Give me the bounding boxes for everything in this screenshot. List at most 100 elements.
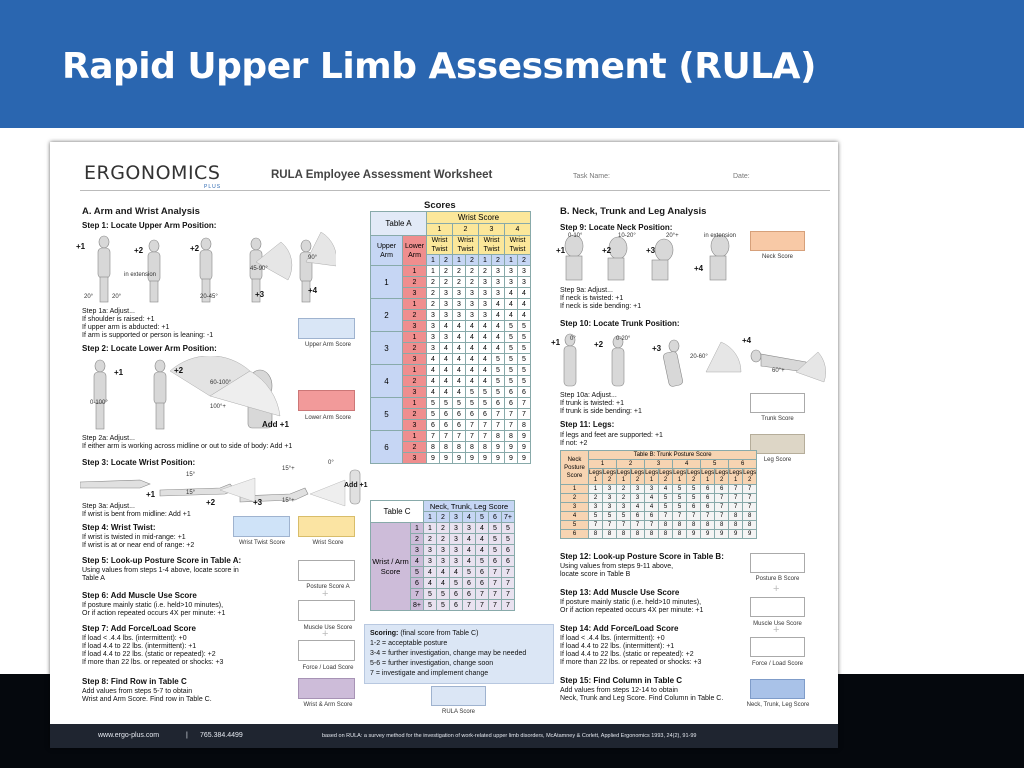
table-c-cell: 5 <box>501 533 515 545</box>
table-a-cell: 6 <box>504 397 518 409</box>
table-b-cell: 8 <box>672 529 688 539</box>
table-a-cell: 2 <box>465 265 479 277</box>
table-a-cell: 4 <box>465 353 479 365</box>
table-a-cell: 8 <box>465 441 479 453</box>
table-c-cell: 5 <box>488 533 502 545</box>
table-c-cell: 6 <box>488 555 502 567</box>
step13-line-1: Or if action repeated occurs 4X per minu… <box>560 607 704 614</box>
neck-score-label: Neck Score <box>761 254 793 260</box>
force-load-score-a-label: Force / Load Score <box>302 665 354 671</box>
table-a-cell: 7 <box>517 397 531 409</box>
table-a-cell: 4 <box>517 287 531 299</box>
upper-arm-score-box[interactable] <box>298 318 355 339</box>
wrist-twist-score-box[interactable] <box>233 516 290 537</box>
lower-arm-cell: 3 <box>402 452 427 464</box>
table-c-cell: 4 <box>423 566 437 578</box>
table-c-cell: 6 <box>462 588 476 600</box>
table-a-cell: 9 <box>478 452 492 464</box>
step1a-line-1: If shoulder is raised: +1 <box>82 316 155 323</box>
muscle-use-score-b-box[interactable] <box>750 597 805 617</box>
table-c-row-label: 5 <box>410 566 424 578</box>
footer-citation: based on RULA: a survey method for the i… <box>322 733 697 739</box>
worksheet-title: RULA Employee Assessment Worksheet <box>271 169 493 181</box>
leg-score-box[interactable] <box>750 434 805 454</box>
table-b-cell: 2 <box>616 493 632 503</box>
ntl-score-box[interactable] <box>750 679 805 699</box>
legs-value: 2 <box>635 476 640 483</box>
table-c-cell: 2 <box>436 522 450 534</box>
table-c-row-label: 8+ <box>410 599 424 611</box>
table-c-cell: 5 <box>449 577 463 589</box>
lower-arm-score-box[interactable] <box>298 390 355 411</box>
table-c-cell: 7 <box>462 599 476 611</box>
force-load-score-a-box[interactable] <box>298 640 355 661</box>
table-a-cell: 5 <box>504 342 518 354</box>
step1a-line-2: If upper arm is abducted: +1 <box>82 324 170 331</box>
wrist-arm-score-box[interactable] <box>298 678 355 699</box>
trunk-angle-20-60: 20-60° <box>690 354 708 360</box>
table-b-cell: 7 <box>714 502 730 512</box>
step6-line-1: Or if action repeated occurs 4X per minu… <box>82 610 226 617</box>
wrist-score-box[interactable] <box>298 516 355 537</box>
table-c-cell: 3 <box>449 544 463 556</box>
table-a-cell: 7 <box>517 408 531 420</box>
table-b-cell: 5 <box>616 511 632 521</box>
step15-line-0: Add values from steps 12-14 to obtain <box>560 687 678 694</box>
table-b-row-label: 2 <box>560 493 589 503</box>
step9a-line-0: Step 9a: Adjust... <box>560 287 613 294</box>
table-b-trunk-col-1: 2 <box>616 459 646 469</box>
table-a-cell: 9 <box>452 452 466 464</box>
table-b-cell: 3 <box>616 502 632 512</box>
table-b-cell: 7 <box>742 502 758 512</box>
force-load-score-b-box[interactable] <box>750 637 805 657</box>
force-load-score-b-label: Force / Load Score <box>751 661 804 667</box>
table-a-cell: 4 <box>478 353 492 365</box>
table-a-cell: 3 <box>426 320 440 332</box>
table-b-cell: 7 <box>728 493 744 503</box>
step5-line-1: Table A <box>82 575 105 582</box>
table-a-cell: 4 <box>439 386 453 398</box>
table-a-cell: 8 <box>439 441 453 453</box>
step11-line-1: If not: +2 <box>560 440 588 447</box>
step7-line-3: If more than 22 lbs. or repeated or shoc… <box>82 659 224 666</box>
table-c-cell: 7 <box>488 577 502 589</box>
table-a-cell: 7 <box>504 408 518 420</box>
neck-score-box[interactable] <box>750 231 805 251</box>
step7-label: Step 7: Add Force/Load Score <box>82 624 196 633</box>
legs-value: 2 <box>691 476 696 483</box>
table-c-cell: 4 <box>462 555 476 567</box>
step8-line-0: Add values from steps 5-7 to obtain <box>82 688 193 695</box>
step2-label: Step 2: Locate Lower Arm Position: <box>82 344 217 353</box>
table-a-cell: 2 <box>452 265 466 277</box>
step3-add-1: Add +1 <box>344 482 368 489</box>
posture-score-a-box[interactable] <box>298 560 355 581</box>
scoring-title: Scoring: <box>370 630 399 637</box>
wrist-arm-score-label: Wrist & Arm Score <box>303 702 353 708</box>
table-a-cell: 3 <box>426 309 440 321</box>
muscle-use-score-a-box[interactable] <box>298 600 355 621</box>
lower-arm-cell: 3 <box>402 287 427 299</box>
table-a-cell: 6 <box>452 408 466 420</box>
table-c-cell: 5 <box>475 555 489 567</box>
table-b-cell: 3 <box>602 502 618 512</box>
table-b-cell: 9 <box>728 529 744 539</box>
neck-postures-icon <box>564 234 730 281</box>
trunk-score-box[interactable] <box>750 393 805 413</box>
posture-b-score-box[interactable] <box>750 553 805 573</box>
table-b-cell: 6 <box>644 511 660 521</box>
table-a-cell: 3 <box>439 298 453 310</box>
table-a-cell: 4 <box>491 320 505 332</box>
table-a-cell: 4 <box>465 342 479 354</box>
footer-site[interactable]: www.ergo-plus.com <box>98 732 160 739</box>
neck-posture-header: Neck Posture Score <box>560 450 589 485</box>
rula-score-box[interactable] <box>431 686 486 706</box>
legs-label: Legs <box>589 469 603 476</box>
